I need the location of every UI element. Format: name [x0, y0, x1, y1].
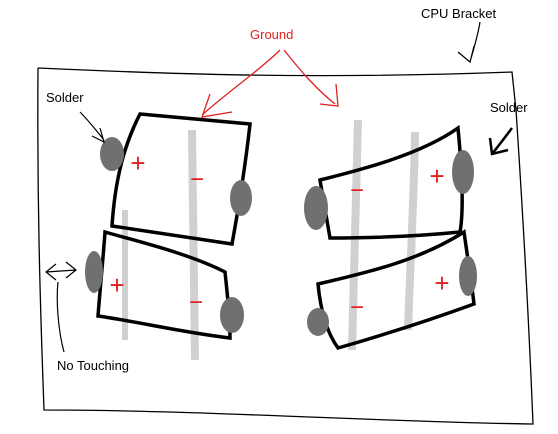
ground-arrows	[201, 49, 339, 118]
solder-label-left: Solder	[46, 90, 84, 105]
plus-mark: +	[429, 161, 444, 191]
ground-strip	[404, 131, 419, 331]
battery-bottom-left: + −	[85, 229, 244, 340]
cpu-bracket-label: CPU Bracket	[421, 6, 497, 21]
solder-blob	[304, 186, 328, 230]
ground-arrow-left-head	[201, 93, 233, 118]
battery-bottom-right: + −	[307, 229, 477, 351]
minus-mark: −	[350, 294, 364, 321]
ground-strip	[188, 129, 199, 361]
solder-arrow-right	[488, 127, 513, 156]
solder-blob	[459, 256, 477, 296]
solder-blob	[452, 150, 474, 194]
minus-mark: −	[189, 289, 203, 316]
ground-arrow-right-head	[319, 83, 339, 107]
plus-mark: +	[109, 270, 124, 300]
solder-arrow-left	[79, 111, 105, 144]
solder-blob	[220, 297, 244, 333]
ground-arrow-right	[283, 49, 336, 105]
battery-top-right: + −	[304, 124, 474, 240]
solder-label-right: Solder	[490, 100, 528, 115]
no-touching-arrow	[45, 261, 77, 281]
solder-blob	[307, 308, 329, 336]
ground-label: Ground	[250, 27, 293, 42]
plus-mark: +	[434, 268, 449, 298]
minus-mark: −	[190, 166, 204, 193]
minus-mark: −	[350, 177, 364, 204]
cpu-bracket-arrow	[457, 21, 481, 64]
solder-blob	[100, 137, 124, 171]
ground-strip	[348, 119, 362, 351]
solder-blob	[230, 180, 252, 216]
no-touching-label: No Touching	[57, 358, 129, 373]
no-touching-leader	[56, 281, 65, 353]
solder-blob	[85, 251, 103, 293]
plus-mark: +	[130, 148, 145, 178]
ground-arrow-left	[201, 49, 281, 116]
cpu-bracket-outline	[37, 67, 534, 425]
battery-top-left: + −	[100, 112, 252, 246]
ground-strips	[122, 119, 419, 361]
